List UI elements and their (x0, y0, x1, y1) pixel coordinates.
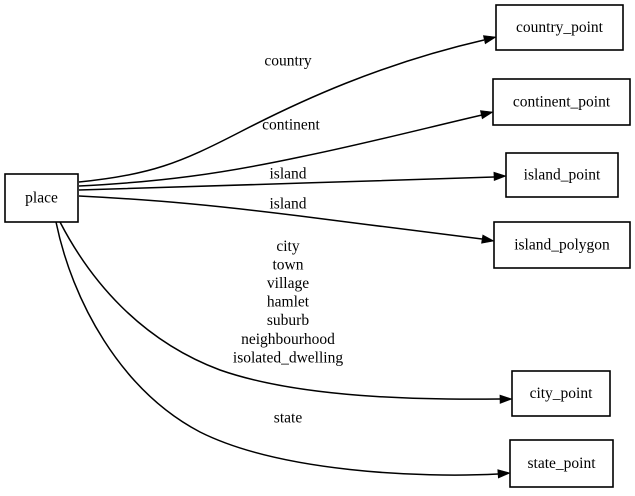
edge-place-island_polygon (78, 195, 495, 244)
arrowhead-icon (493, 171, 507, 182)
node-label-country_point: country_point (516, 19, 604, 36)
node-city_point[interactable]: city_point (511, 370, 611, 417)
arrowhead-icon (481, 234, 495, 244)
edge-label: isolated_dwelling (233, 349, 343, 366)
edges-layer (55, 35, 513, 479)
edge-label: town (273, 256, 304, 273)
node-box-continent_point[interactable] (492, 78, 631, 126)
edge-line-place-to-city_point (59, 221, 501, 400)
edge-label: continent (262, 117, 320, 134)
node-box-place[interactable] (4, 173, 79, 223)
arrowhead-icon (482, 35, 497, 45)
edge-label-group-state_point: state (274, 410, 303, 427)
edge-label: hamlet (267, 294, 310, 311)
edge-label-group-island_point: island (269, 166, 306, 183)
edge-label: state (274, 410, 303, 427)
node-country_point[interactable]: country_point (495, 4, 624, 51)
edge-line-place-to-state_point (55, 221, 499, 476)
node-box-state_point[interactable] (509, 439, 614, 488)
node-label-island_polygon: island_polygon (514, 237, 610, 254)
arrowhead-icon (499, 394, 513, 404)
node-label-island_point: island_point (524, 167, 601, 184)
edge-label: suburb (267, 312, 309, 329)
edge-label-group-island_polygon: island (269, 196, 306, 213)
edge-place-city_point (59, 221, 513, 404)
edge-place-country_point (78, 35, 497, 183)
node-island_point[interactable]: island_point (505, 152, 619, 198)
arrowhead-icon (479, 110, 494, 120)
edge-line-place-to-island_polygon (78, 195, 483, 240)
node-label-state_point: state_point (527, 455, 596, 472)
edge-label-group-continent_point: continent (262, 117, 320, 134)
node-label-continent_point: continent_point (513, 94, 611, 111)
edge-place-continent_point (78, 110, 494, 187)
node-label-city_point: city_point (530, 385, 594, 402)
edge-label: island (269, 166, 306, 183)
edge-line-place-to-continent_point (78, 114, 483, 187)
edge-place-island_point (78, 171, 507, 191)
edge-label: island (269, 196, 306, 213)
node-box-island_point[interactable] (505, 152, 619, 198)
node-box-island_polygon[interactable] (493, 221, 631, 269)
edge-label-group-country_point: country (264, 53, 312, 70)
node-island_polygon[interactable]: island_polygon (493, 221, 631, 269)
node-label-place: place (25, 190, 58, 207)
edge-label: city (276, 238, 299, 255)
edge-label: country (264, 53, 312, 70)
edge-line-place-to-country_point (78, 39, 485, 183)
node-place[interactable]: place (4, 173, 79, 223)
edge-label: neighbourhood (241, 331, 335, 348)
node-state_point[interactable]: state_point (509, 439, 614, 488)
node-box-country_point[interactable] (495, 4, 624, 51)
nodes-layer: place country_point continent_point island_… (4, 4, 631, 488)
edge-place-state_point (55, 221, 511, 479)
edge-line-place-to-island_point (78, 176, 495, 191)
node-box-city_point[interactable] (511, 370, 611, 417)
node-continent_point[interactable]: continent_point (492, 78, 631, 126)
edge-label: village (267, 275, 309, 292)
arrowhead-icon (497, 469, 511, 479)
